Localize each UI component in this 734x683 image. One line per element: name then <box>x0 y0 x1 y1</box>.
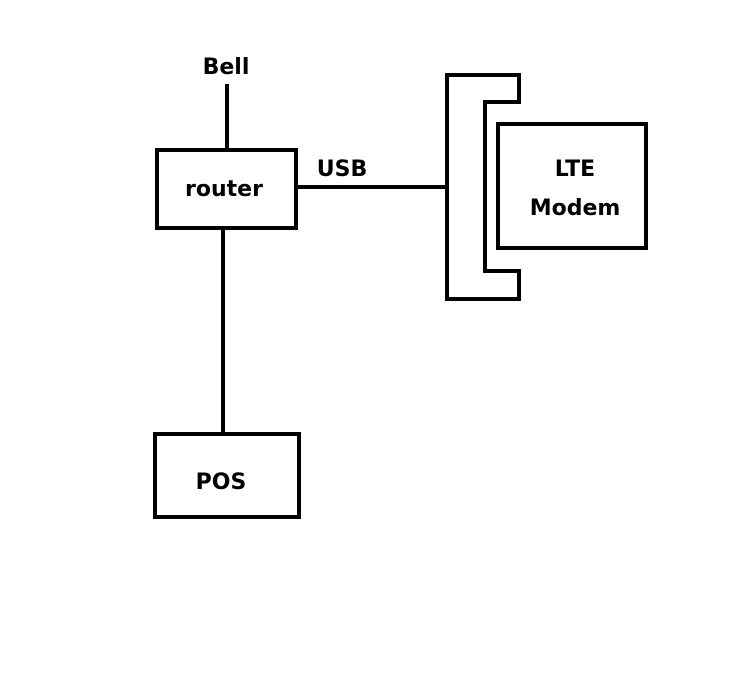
usb-connector-bracket <box>445 73 521 301</box>
pos-label: POS <box>196 470 247 495</box>
router-label: router <box>185 177 263 202</box>
lte-modem-box <box>496 122 648 250</box>
lte-modem-label-line2: Modem <box>530 196 621 221</box>
bell-label: Bell <box>203 55 250 80</box>
lte-modem-label-line1: LTE <box>555 157 595 182</box>
pos-box <box>153 432 301 519</box>
usb-label: USB <box>317 157 367 182</box>
